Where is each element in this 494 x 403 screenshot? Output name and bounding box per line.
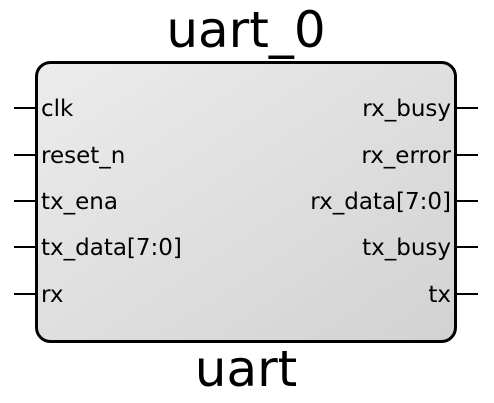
input-port-rx: rx [41,282,63,308]
output-port-rx-error: rx_error [361,143,451,169]
output-port-tx-busy: tx_busy [362,235,451,261]
input-port-clk: clk [41,96,74,122]
module-name: uart [195,340,298,398]
input-port-tx-data: tx_data[7:0] [41,235,182,261]
input-port-reset-n: reset_n [41,143,125,169]
output-port-tx: tx [428,282,451,308]
input-port-tx-ena: tx_ena [41,189,118,215]
block-body [35,61,457,343]
output-port-rx-busy: rx_busy [362,96,451,122]
instance-name: uart_0 [166,1,325,59]
output-port-rx-data: rx_data[7:0] [310,189,451,215]
